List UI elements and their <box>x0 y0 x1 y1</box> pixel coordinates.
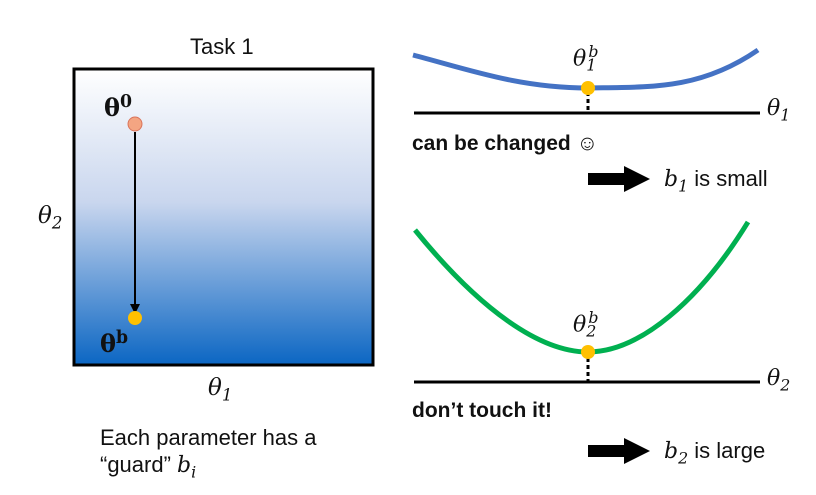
thetab-label: θb <box>100 328 129 358</box>
update-arrow-head <box>130 304 140 314</box>
theta1b-point <box>581 81 595 95</box>
y-axis-label: θ2 <box>38 203 63 233</box>
x-axis-label: θ1 <box>208 375 233 405</box>
axis-theta1-label: θ1 <box>767 96 791 125</box>
smiley-icon: ☺ <box>576 132 599 155</box>
theta2b-point <box>581 345 595 359</box>
theta2b-label: θ2b <box>573 308 599 341</box>
result-b1-small: b1 is small <box>664 166 768 196</box>
theta0-point <box>127 116 143 132</box>
thetab-point <box>128 311 142 325</box>
axis-theta2-label: θ2 <box>767 366 791 395</box>
task-title: Task 1 <box>190 34 254 59</box>
theta1b-label: θ1b <box>573 42 599 75</box>
note-can-be-changed: can be changed ☺ <box>412 132 599 155</box>
caption-line-2: “guard” bi <box>100 452 197 482</box>
arrow-right-icon <box>588 166 650 192</box>
caption-line-1: Each parameter has a <box>100 425 317 450</box>
arrow-right-icon <box>588 438 650 464</box>
note-dont-touch: don’t touch it! <box>412 399 552 422</box>
parameter-space-box <box>72 67 375 367</box>
theta0-label: θ0 <box>104 92 133 122</box>
result-b2-large: b2 is large <box>664 438 766 468</box>
